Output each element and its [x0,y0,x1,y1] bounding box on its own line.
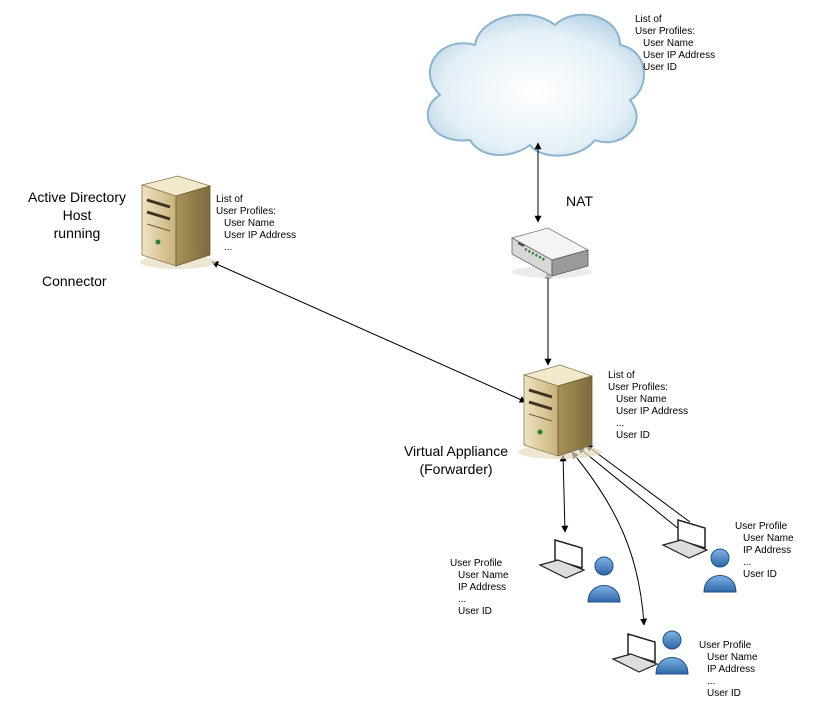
note-field: User Name [643,38,694,49]
user-right-laptop-icon [661,518,709,559]
note-field: User IP Address [616,406,689,417]
user-right-profile-note: User Profile User Name IP Address ... Us… [735,521,794,581]
note-field: IP Address [707,664,756,675]
note-title: List of [216,194,243,205]
note-field: User ID [707,688,741,699]
note-field: User ID [643,62,677,73]
appliance-profile-note: List of User Profiles: User Name User IP… [608,370,688,442]
note-field: IP Address [458,582,507,593]
note-field: User Name [707,652,758,663]
note-field: IP Address [743,545,792,556]
note-field: ... [224,242,233,253]
note-field: User ID [743,569,777,580]
ad-host-label-line: running [53,225,101,241]
note-subtitle: User Profiles: [216,206,277,217]
user-left-laptop-icon [538,538,586,579]
note-field: User Name [224,218,275,229]
note-field: ... [458,594,467,605]
note-title: List of [608,370,635,381]
connector-label: Connector [42,273,107,289]
appliance-user-right-link [577,446,681,531]
internet-cloud-icon [426,13,645,157]
note-title: User Profile [450,558,503,569]
appliance-server-icon [518,364,602,459]
user-bottom-profile-note: User Profile User Name IP Address ... Us… [699,640,758,700]
ad-host-label-line: Active Directory [27,189,127,205]
note-title: User Profile [735,521,788,532]
note-field: User ID [616,430,650,441]
note-subtitle: User Profiles: [635,26,696,37]
nat-router-icon [510,227,592,278]
ad-host-label-line: Host [62,207,92,223]
appliance-user-right-link-2 [585,444,691,523]
note-field: ... [707,676,716,687]
user-right-person-icon [703,548,737,593]
appliance-label-line: (Forwarder) [419,461,493,477]
note-field: ... [743,557,752,568]
note-field: User IP Address [224,230,297,241]
ad-profile-note: List of User Profiles: User Name User IP… [216,194,296,254]
note-field: User IP Address [643,50,716,61]
appliance-user-bottom-link [571,451,648,626]
appliance-label-line: Virtual Appliance [403,443,509,459]
user-bottom-person-icon [655,630,689,675]
ad-host-label: Active Directory Host running [14,188,140,242]
ad-server-icon [140,175,216,269]
note-field: User Name [743,533,794,544]
note-title: List of [635,14,662,25]
ad-appliance-link [211,261,527,403]
note-title: User Profile [699,640,752,651]
appliance-label: Virtual Appliance (Forwarder) [396,442,516,478]
cloud-profile-note: List of User Profiles: User Name User IP… [635,14,715,74]
user-left-profile-note: User Profile User Name IP Address ... Us… [450,558,509,618]
connection-lines [211,142,691,626]
note-field: User Name [458,570,509,581]
user-left-person-icon [587,556,621,603]
note-field: User Name [616,394,667,405]
appliance-user-left-link [559,454,569,533]
note-field: User ID [458,606,492,617]
user-bottom-laptop-icon [611,632,659,673]
note-subtitle: User Profiles: [608,382,669,393]
note-field: ... [616,418,625,429]
nat-label: NAT [566,193,593,209]
